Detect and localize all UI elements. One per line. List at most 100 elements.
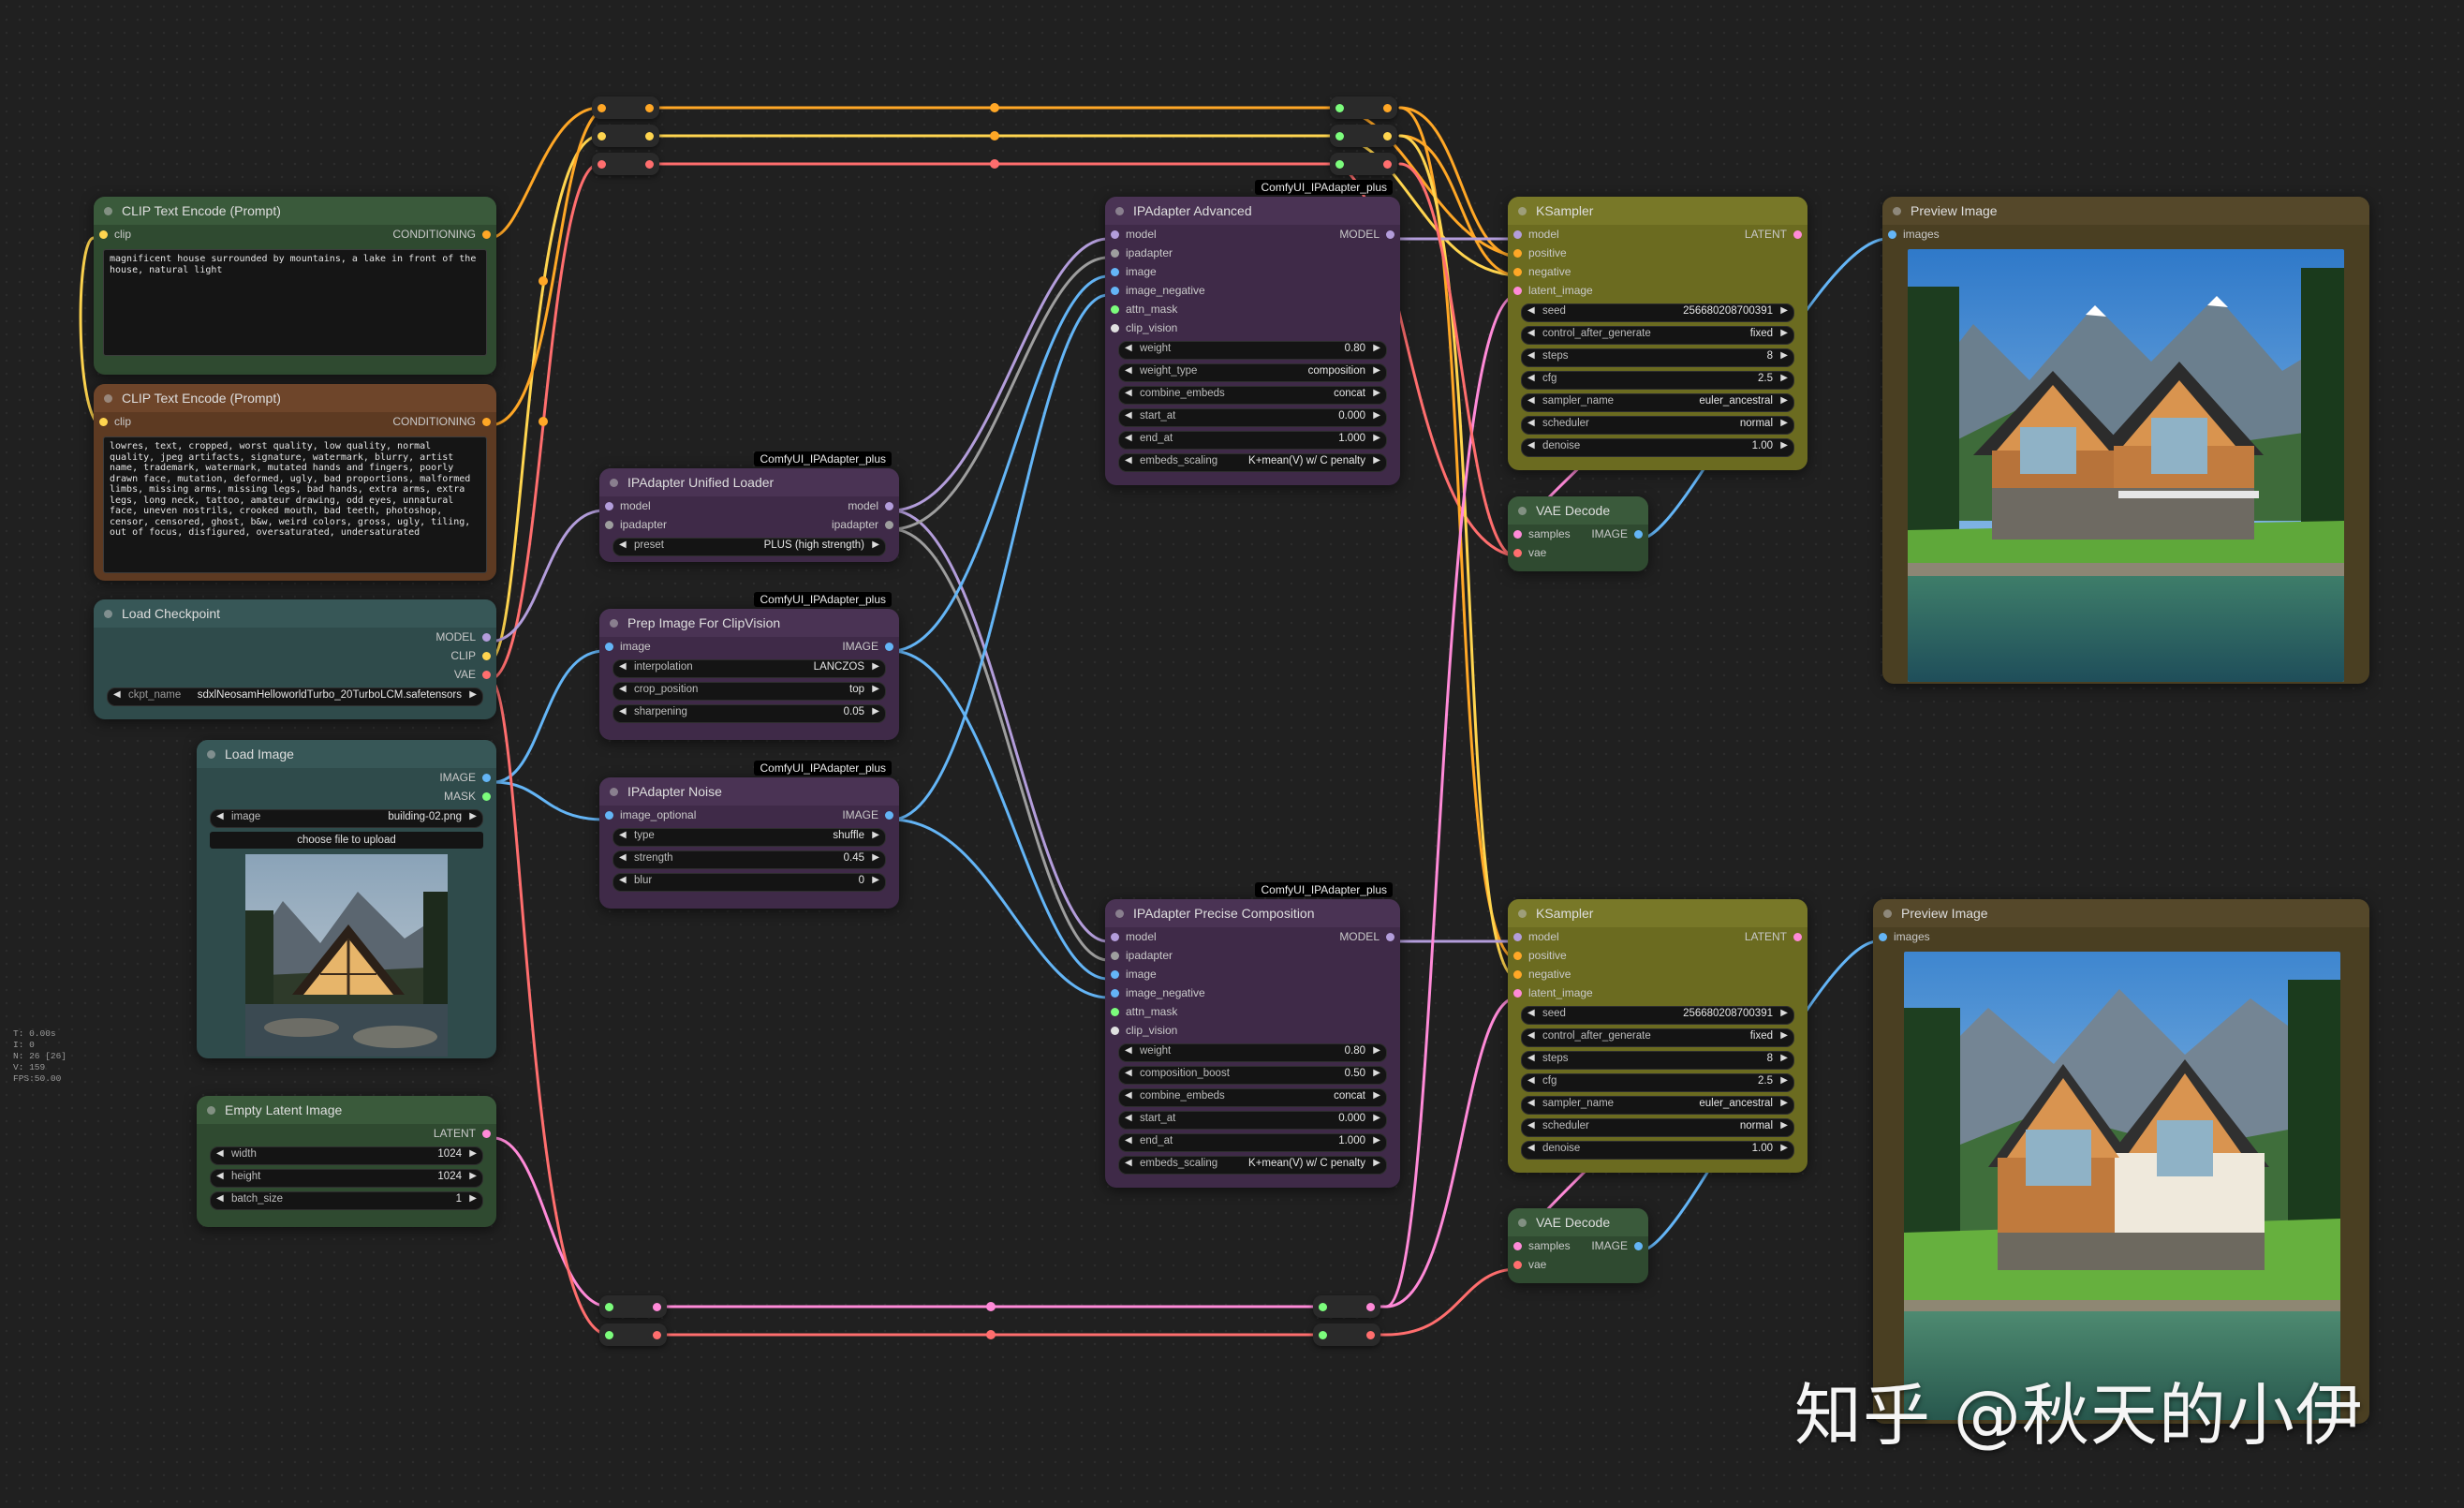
conditioning-output-port[interactable] xyxy=(482,230,491,239)
images-input-port[interactable] xyxy=(1888,230,1896,239)
prep-image-clipvision-node[interactable]: ComfyUI_IPAdapter_plus Prep Image For Cl… xyxy=(599,592,899,740)
reroute-bottom-1[interactable] xyxy=(599,1295,667,1318)
vae-output-port[interactable] xyxy=(482,671,491,679)
positive-input-port[interactable] xyxy=(1513,249,1522,258)
conditioning-output-port[interactable] xyxy=(482,418,491,426)
load-checkpoint-node[interactable]: Load Checkpoint MODEL CLIP VAE ◀ ckpt_na… xyxy=(94,599,496,719)
clip-vision-input-port[interactable] xyxy=(1111,324,1119,333)
reroute-top-3[interactable] xyxy=(592,153,659,175)
model-output-port[interactable] xyxy=(482,633,491,642)
ipadapter-output-port[interactable] xyxy=(885,521,893,529)
latent-output-port[interactable] xyxy=(1793,230,1802,239)
model-input-port[interactable] xyxy=(605,502,613,510)
arrow-right-icon[interactable]: ▶ xyxy=(469,811,477,821)
mask-output-port[interactable] xyxy=(482,792,491,801)
ksampler-node-1[interactable]: KSampler model LATENT positive negative … xyxy=(1508,197,1807,470)
reroute-bottom-4[interactable] xyxy=(1313,1323,1380,1346)
ipadapter-input-port[interactable] xyxy=(1111,249,1119,258)
preview-image-node-2[interactable]: Preview Image images xyxy=(1873,899,2369,1424)
model-output-port[interactable] xyxy=(1386,933,1394,941)
ckpt-name-combo[interactable]: ◀ ckpt_name sdxlNeosamHelloworldTurbo_20… xyxy=(107,687,483,706)
vae-decode-node-2[interactable]: VAE Decode samples IMAGE vae xyxy=(1508,1208,1648,1283)
vae-input-port[interactable] xyxy=(1513,1261,1522,1269)
image-combo[interactable]: ◀ image building-02.png ▶ xyxy=(210,809,483,828)
clip-text-encode-negative-node[interactable]: CLIP Text Encode (Prompt) clip CONDITION… xyxy=(94,384,496,581)
ipadapter-advanced-node[interactable]: ComfyUI_IPAdapter_plus IPAdapter Advance… xyxy=(1105,180,1400,485)
negative-prompt-textarea[interactable]: lowres, text, cropped, worst quality, lo… xyxy=(103,436,487,573)
ipadapter-input-port[interactable] xyxy=(1111,952,1119,960)
prompt-textarea[interactable]: magnificent house surrounded by mountain… xyxy=(103,249,487,356)
reroute-bottom-3[interactable] xyxy=(1313,1295,1380,1318)
image-output-port[interactable] xyxy=(482,774,491,782)
clip-text-encode-positive-node[interactable]: CLIP Text Encode (Prompt) clip CONDITION… xyxy=(94,197,496,375)
upload-button[interactable]: choose file to upload xyxy=(210,832,483,849)
preview-image-node-1[interactable]: Preview Image images xyxy=(1882,197,2369,684)
reroute-bottom-2[interactable] xyxy=(599,1323,667,1346)
latent-output-port[interactable] xyxy=(482,1130,491,1138)
arrow-left-icon[interactable]: ◀ xyxy=(216,811,224,821)
clip-output-port[interactable] xyxy=(482,652,491,660)
latent-image-input-port[interactable] xyxy=(1513,989,1522,998)
model-input-port[interactable] xyxy=(1111,933,1119,941)
samples-input-port[interactable] xyxy=(1513,530,1522,539)
clip-input-port[interactable] xyxy=(99,230,108,239)
reroute-top-6[interactable] xyxy=(1330,153,1397,175)
image-input-port[interactable] xyxy=(605,643,613,651)
reroute-top-1[interactable] xyxy=(592,96,659,119)
vae-decode-node-1[interactable]: VAE Decode samples IMAGE vae xyxy=(1508,496,1648,571)
model-input-port[interactable] xyxy=(1513,230,1522,239)
arrow-left-icon[interactable]: ◀ xyxy=(113,689,121,700)
image-optional-input-port[interactable] xyxy=(605,811,613,820)
reroute-top-2[interactable] xyxy=(592,125,659,147)
clip-input-port[interactable] xyxy=(99,418,108,426)
image-output-port[interactable] xyxy=(1634,530,1643,539)
image-negative-input-port[interactable] xyxy=(1111,989,1119,998)
image-input-port[interactable] xyxy=(1111,268,1119,276)
ksampler-node-2[interactable]: KSampler model LATENT positive negative … xyxy=(1508,899,1807,1173)
latent-output-port[interactable] xyxy=(1793,933,1802,941)
image-output-port[interactable] xyxy=(1634,1242,1643,1250)
image-output-port[interactable] xyxy=(885,643,893,651)
attn-mask-input-port[interactable] xyxy=(1111,305,1119,314)
negative-input-port[interactable] xyxy=(1513,970,1522,979)
negative-input-port[interactable] xyxy=(1513,268,1522,276)
model-output-port[interactable] xyxy=(1386,230,1394,239)
clip-vision-input-port[interactable] xyxy=(1111,1027,1119,1035)
ipadapter-input-port[interactable] xyxy=(605,521,613,529)
image-output-port[interactable] xyxy=(885,811,893,820)
positive-input-port[interactable] xyxy=(1513,952,1522,960)
latent-image-input-port[interactable] xyxy=(1513,287,1522,295)
